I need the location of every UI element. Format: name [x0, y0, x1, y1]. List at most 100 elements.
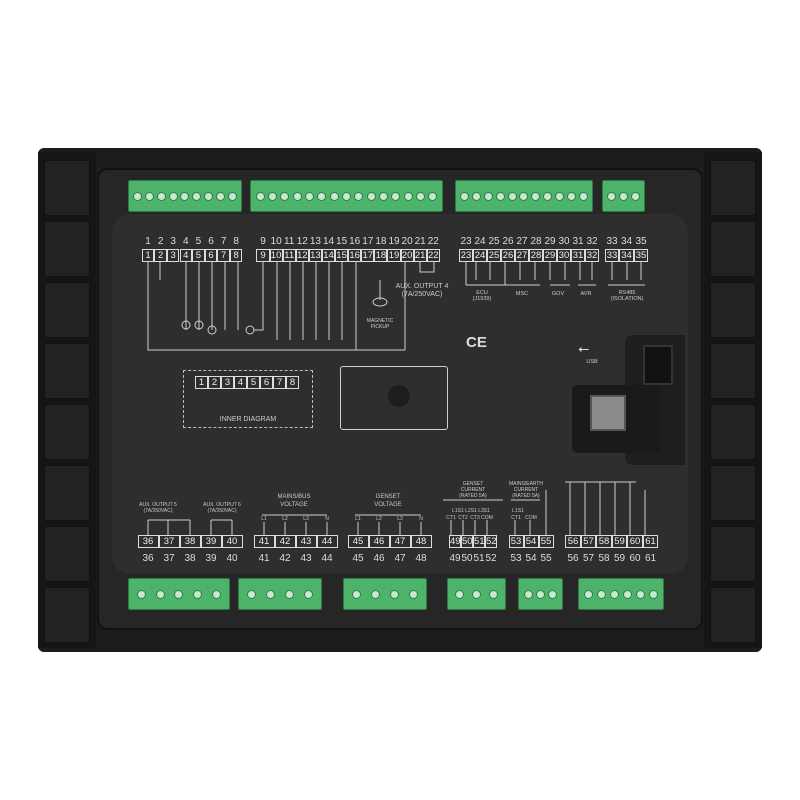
terminal-screw[interactable] [378, 191, 388, 201]
inner-diagram-pin: 5 [247, 376, 260, 389]
top-pin-number: 29 [544, 236, 556, 247]
terminal-screw[interactable] [630, 191, 640, 201]
terminal-screw[interactable] [285, 589, 294, 599]
terminal-screw[interactable] [174, 589, 184, 599]
ct-label: COM [481, 515, 493, 521]
terminal-screw[interactable] [168, 191, 178, 201]
terminal-screw[interactable] [597, 589, 606, 599]
terminal-screw[interactable] [460, 191, 470, 201]
top-terminal-block[interactable] [250, 180, 443, 212]
bottom-terminal-block[interactable] [343, 578, 427, 610]
terminal-screw[interactable] [618, 191, 628, 201]
terminal-screw[interactable] [428, 191, 438, 201]
terminal-screw[interactable] [145, 191, 155, 201]
bottom-pin-box: 37 [158, 535, 180, 548]
terminal-screw[interactable] [489, 589, 498, 599]
terminal-screw[interactable] [578, 191, 588, 201]
terminal-screw[interactable] [566, 191, 576, 201]
top-pin-number: 32 [586, 236, 598, 247]
terminal-screw[interactable] [227, 191, 237, 201]
usb-label: USB [586, 359, 598, 365]
terminal-screw[interactable] [354, 191, 364, 201]
terminal-screw[interactable] [341, 191, 351, 201]
top-terminal-block[interactable] [128, 180, 242, 212]
usb-port[interactable] [643, 345, 673, 385]
right-mounting-rail [704, 152, 762, 648]
terminal-screw[interactable] [193, 589, 203, 599]
terminal-screw[interactable] [133, 191, 143, 201]
terminal-screw[interactable] [390, 589, 399, 599]
bottom-terminal-block[interactable] [447, 578, 506, 610]
top-pin-box: 17 [361, 249, 375, 262]
terminal-screw[interactable] [329, 191, 339, 201]
rj45-port[interactable] [590, 395, 626, 431]
inner-diagram-pin: 2 [208, 376, 221, 389]
bottom-pin-number: 43 [300, 553, 312, 564]
bottom-terminal-block[interactable] [238, 578, 322, 610]
terminal-screw[interactable] [484, 191, 494, 201]
ct-label: CT1 [446, 515, 456, 521]
terminal-screw[interactable] [531, 191, 541, 201]
top-pin-number: 15 [336, 236, 348, 247]
terminal-screw[interactable] [215, 191, 225, 201]
terminal-screw[interactable] [415, 191, 425, 201]
terminal-screw[interactable] [304, 191, 314, 201]
terminal-screw[interactable] [472, 589, 481, 599]
terminal-screw[interactable] [155, 589, 165, 599]
phase-label: L3 [303, 516, 309, 522]
terminal-screw[interactable] [584, 589, 593, 599]
bottom-pin-number: 45 [352, 553, 364, 564]
terminal-screw[interactable] [203, 191, 213, 201]
top-pin-box: 13 [308, 249, 322, 262]
terminal-screw[interactable] [267, 191, 277, 201]
top-terminal-block[interactable] [455, 180, 593, 212]
terminal-screw[interactable] [636, 589, 645, 599]
bottom-pin-number: 48 [415, 553, 427, 564]
terminal-screw[interactable] [535, 589, 545, 599]
terminal-screw[interactable] [507, 191, 517, 201]
terminal-screw[interactable] [255, 191, 265, 201]
terminal-screw[interactable] [280, 191, 290, 201]
rail-segment [44, 343, 90, 399]
terminal-screw[interactable] [192, 191, 202, 201]
terminal-screw[interactable] [403, 191, 413, 201]
terminal-screw[interactable] [472, 191, 482, 201]
top-pin-box: 15 [335, 249, 349, 262]
top-terminal-block[interactable] [602, 180, 645, 212]
terminal-screw[interactable] [548, 589, 558, 599]
terminal-screw[interactable] [266, 589, 275, 599]
bottom-terminal-block[interactable] [518, 578, 563, 610]
top-pin-box: 7 [217, 249, 230, 262]
terminal-screw[interactable] [180, 191, 190, 201]
terminal-screw[interactable] [607, 191, 617, 201]
terminal-screw[interactable] [304, 589, 313, 599]
terminal-screw[interactable] [610, 589, 619, 599]
terminal-screw[interactable] [554, 191, 564, 201]
top-pin-box: 8 [229, 249, 243, 262]
top-pin-number: 22 [427, 236, 439, 247]
terminal-screw[interactable] [156, 191, 166, 201]
terminal-screw[interactable] [292, 191, 302, 201]
terminal-screw[interactable] [247, 589, 256, 599]
terminal-screw[interactable] [409, 589, 418, 599]
terminal-screw[interactable] [543, 191, 553, 201]
bottom-terminal-block[interactable] [128, 578, 230, 610]
bottom-pin-box: 39 [200, 535, 222, 548]
screw-hole [388, 385, 410, 407]
terminal-screw[interactable] [391, 191, 401, 201]
bottom-pin-number: 58 [598, 553, 610, 564]
terminal-screw[interactable] [495, 191, 505, 201]
terminal-screw[interactable] [649, 589, 658, 599]
terminal-screw[interactable] [317, 191, 327, 201]
terminal-screw[interactable] [352, 589, 361, 599]
terminal-screw[interactable] [455, 589, 464, 599]
terminal-screw[interactable] [212, 589, 222, 599]
terminal-screw[interactable] [136, 589, 146, 599]
terminal-screw[interactable] [366, 191, 376, 201]
top-pin-box: 35 [633, 249, 649, 262]
terminal-screw[interactable] [371, 589, 380, 599]
terminal-screw[interactable] [523, 589, 533, 599]
terminal-screw[interactable] [623, 589, 632, 599]
bottom-terminal-block[interactable] [578, 578, 664, 610]
terminal-screw[interactable] [519, 191, 529, 201]
